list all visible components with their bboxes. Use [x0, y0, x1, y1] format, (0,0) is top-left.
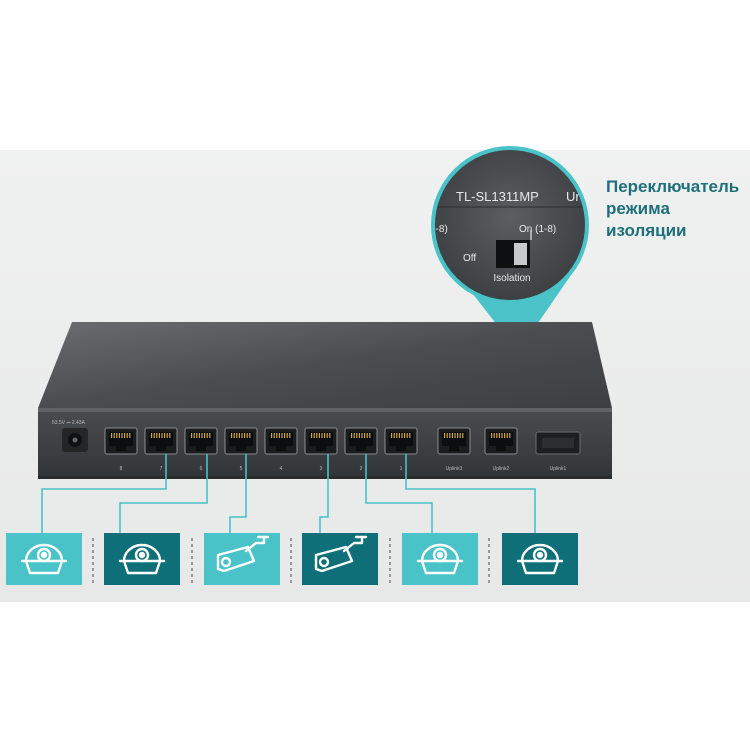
device-tile — [104, 533, 180, 585]
port-label: Uplink3 — [446, 466, 463, 472]
zoom-on-label: On (1-8) — [519, 224, 556, 235]
port-label: 6 — [200, 466, 203, 472]
ethernet-ports: 8 7 6 5 4 3 2 1 Uplink3 Uplink2 — [104, 427, 518, 472]
callout-line-1: Переключатель — [606, 177, 740, 196]
connection-line — [119, 454, 208, 533]
zoom-model-partial: Ur — [566, 189, 580, 204]
sfp-slot — [535, 431, 581, 455]
device-tile — [204, 533, 280, 585]
device-tile — [402, 533, 478, 585]
zoom-off-label: Off — [463, 253, 476, 264]
port-label: 2 — [360, 466, 363, 472]
bullet-camera-icon — [314, 535, 368, 573]
connection-line — [229, 454, 247, 533]
port-label: 5 — [240, 466, 243, 472]
switch-top-surface — [38, 322, 612, 408]
device-tile — [6, 533, 82, 585]
bullet-camera-icon — [216, 535, 270, 573]
power-jack — [62, 428, 88, 452]
device-tiles — [6, 533, 578, 585]
port-label: 3 — [320, 466, 323, 472]
ethernet-port — [384, 427, 418, 455]
connection-line — [405, 454, 536, 533]
connection-line — [319, 454, 329, 533]
port-label: 1 — [400, 466, 403, 472]
ethernet-port — [144, 427, 178, 455]
port-label: 7 — [160, 466, 163, 472]
ethernet-port — [304, 427, 338, 455]
sfp-label: Uplink1 — [550, 466, 567, 472]
ethernet-port — [437, 427, 471, 455]
ethernet-port — [344, 427, 378, 455]
dome-camera-icon — [516, 543, 564, 575]
tile-separators — [92, 538, 490, 585]
dome-camera-icon — [118, 543, 166, 575]
dome-camera-icon — [416, 543, 464, 575]
ethernet-port — [484, 427, 518, 455]
dome-camera-icon — [20, 543, 68, 575]
connection-line — [365, 454, 433, 533]
ethernet-port — [184, 427, 218, 455]
device-tile — [502, 533, 578, 585]
port-label: 8 — [120, 466, 123, 472]
power-rating-label: 53.5V ⎓ 2.43A — [52, 420, 86, 426]
callout-line-3: изоляции — [606, 221, 687, 240]
isolation-toggle-switch — [496, 230, 532, 268]
isolation-callout: Переключатель режима изоляции — [606, 176, 750, 242]
zoom-left-partial: 1-8) — [430, 224, 448, 235]
connection-line — [41, 454, 167, 533]
port-label: 4 — [280, 466, 283, 472]
device-tile — [302, 533, 378, 585]
zoom-isolation-label: Isolation — [493, 273, 530, 284]
ethernet-port — [264, 427, 298, 455]
ethernet-port — [224, 427, 258, 455]
port-label: Uplink2 — [493, 466, 510, 472]
zoom-magnifier: TL-SL1311MP Ur 1-8) On (1-8) Off Isolati… — [430, 146, 589, 304]
zoom-model-label: TL-SL1311MP — [456, 189, 539, 204]
ethernet-port — [104, 427, 138, 455]
connection-lines — [41, 454, 536, 533]
callout-line-2: режима — [606, 199, 670, 218]
